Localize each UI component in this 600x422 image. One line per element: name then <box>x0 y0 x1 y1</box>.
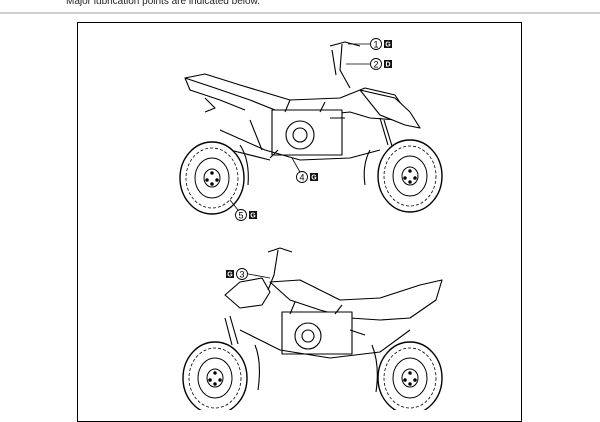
callout-2: 2 D <box>346 58 392 70</box>
callout-1-symbol: G <box>385 42 391 49</box>
callout-1-number: 1 <box>373 40 378 50</box>
callout-4-symbol: G <box>311 175 317 182</box>
callout-5: 5 G <box>229 199 257 221</box>
illustration-frame <box>77 22 522 422</box>
callout-2-number: 2 <box>373 60 378 70</box>
callout-4: 4 G <box>291 157 318 183</box>
callout-4-number: 4 <box>299 173 304 183</box>
atv-illustrations: 1 G 2 D G 3 4 G 5 G <box>179 38 443 410</box>
callout-3-number: 3 <box>239 270 244 280</box>
atv-top-view <box>179 41 443 215</box>
callout-5-symbol: G <box>250 213 256 220</box>
intro-text: Major lubrication points are indicated b… <box>66 0 260 7</box>
page-top-strip <box>0 0 600 14</box>
callout-2-symbol: D <box>385 62 390 69</box>
callout-1: 1 G <box>348 38 392 50</box>
callout-5-number: 5 <box>238 211 243 221</box>
callout-3: G 3 <box>226 268 271 280</box>
callout-3-symbol: G <box>227 272 233 279</box>
atv-bottom-view <box>182 247 443 410</box>
